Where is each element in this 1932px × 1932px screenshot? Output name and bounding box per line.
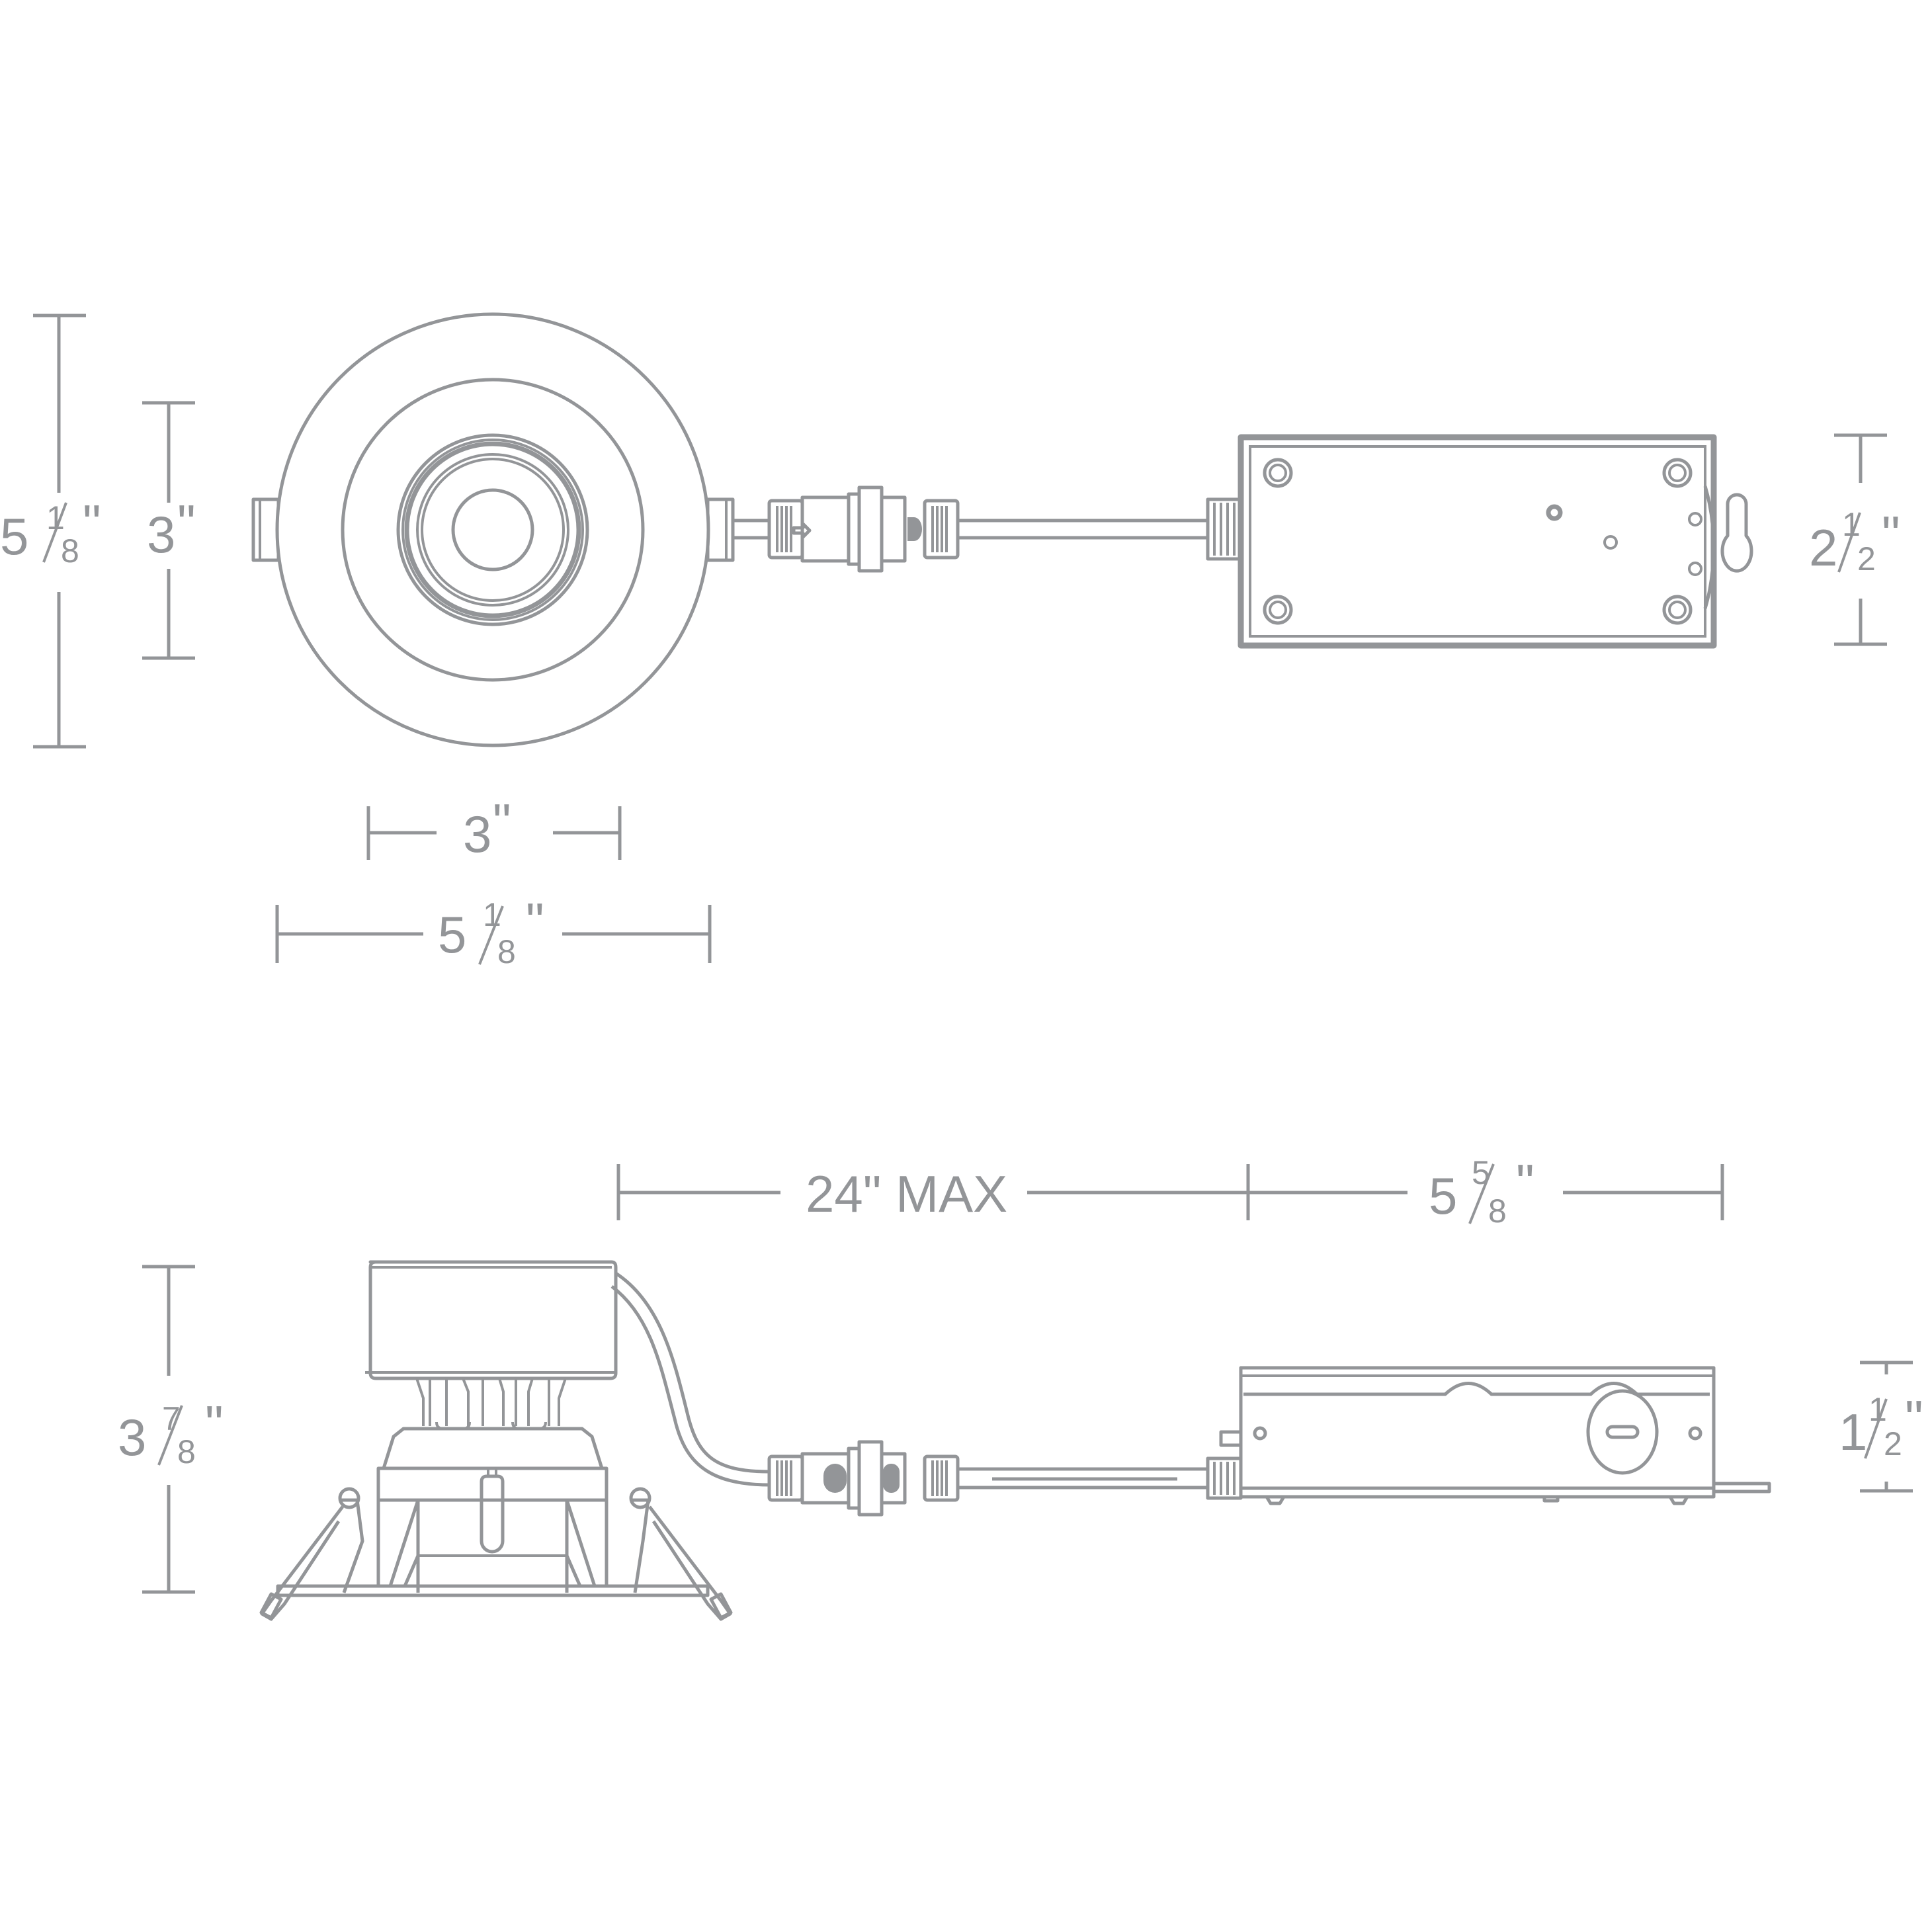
top-view-fixture bbox=[251, 312, 735, 747]
dim-aperture-height: 3 " bbox=[142, 401, 196, 660]
svg-text:": " bbox=[1882, 505, 1900, 564]
dim-cable-length: 24" MAX bbox=[616, 1164, 1250, 1223]
dim-driver-width: 2 1 2 " bbox=[1809, 433, 1900, 646]
svg-text:2: 2 bbox=[1857, 540, 1876, 577]
svg-text:": " bbox=[1905, 1390, 1923, 1448]
top-view-driver bbox=[1238, 434, 1753, 649]
screw-icon bbox=[1263, 458, 1693, 625]
svg-text:5: 5 bbox=[1472, 1154, 1490, 1191]
svg-text:8: 8 bbox=[497, 933, 516, 970]
svg-text:": " bbox=[493, 793, 511, 851]
svg-text:5: 5 bbox=[438, 905, 466, 964]
svg-text:5: 5 bbox=[1429, 1167, 1457, 1225]
svg-text:8: 8 bbox=[61, 532, 79, 569]
svg-text:2: 2 bbox=[1809, 519, 1837, 577]
dim-fixture-width: 5 1 8 " bbox=[275, 892, 712, 970]
svg-text:8: 8 bbox=[1488, 1193, 1507, 1230]
side-view-cable-connector bbox=[610, 1271, 1243, 1517]
svg-text:1: 1 bbox=[1839, 1403, 1867, 1461]
svg-text:": " bbox=[177, 494, 196, 552]
side-view-driver bbox=[1219, 1366, 1771, 1505]
dim-aperture-width: 3 " bbox=[366, 793, 622, 863]
svg-text:": " bbox=[526, 892, 544, 950]
svg-text:3: 3 bbox=[147, 505, 175, 564]
svg-text:2: 2 bbox=[1884, 1425, 1902, 1462]
dim-fixture-depth: 3 7 8 " bbox=[118, 1265, 224, 1594]
svg-text:5: 5 bbox=[0, 507, 28, 566]
svg-text:24" MAX: 24" MAX bbox=[806, 1165, 1007, 1223]
svg-text:": " bbox=[83, 494, 101, 552]
side-view-fixture bbox=[259, 1260, 733, 1621]
dim-driver-height: 1 1 2 " bbox=[1839, 1361, 1923, 1493]
svg-text:": " bbox=[205, 1395, 224, 1453]
svg-text:3: 3 bbox=[463, 805, 491, 863]
dim-fixture-height: 5 1 8 " bbox=[0, 314, 101, 749]
svg-text:8: 8 bbox=[177, 1433, 196, 1470]
top-view-cable-connector bbox=[731, 485, 1243, 573]
svg-text:": " bbox=[1516, 1154, 1534, 1212]
dim-driver-length: 5 5 8 " bbox=[1248, 1154, 1724, 1230]
svg-text:3: 3 bbox=[118, 1408, 146, 1466]
